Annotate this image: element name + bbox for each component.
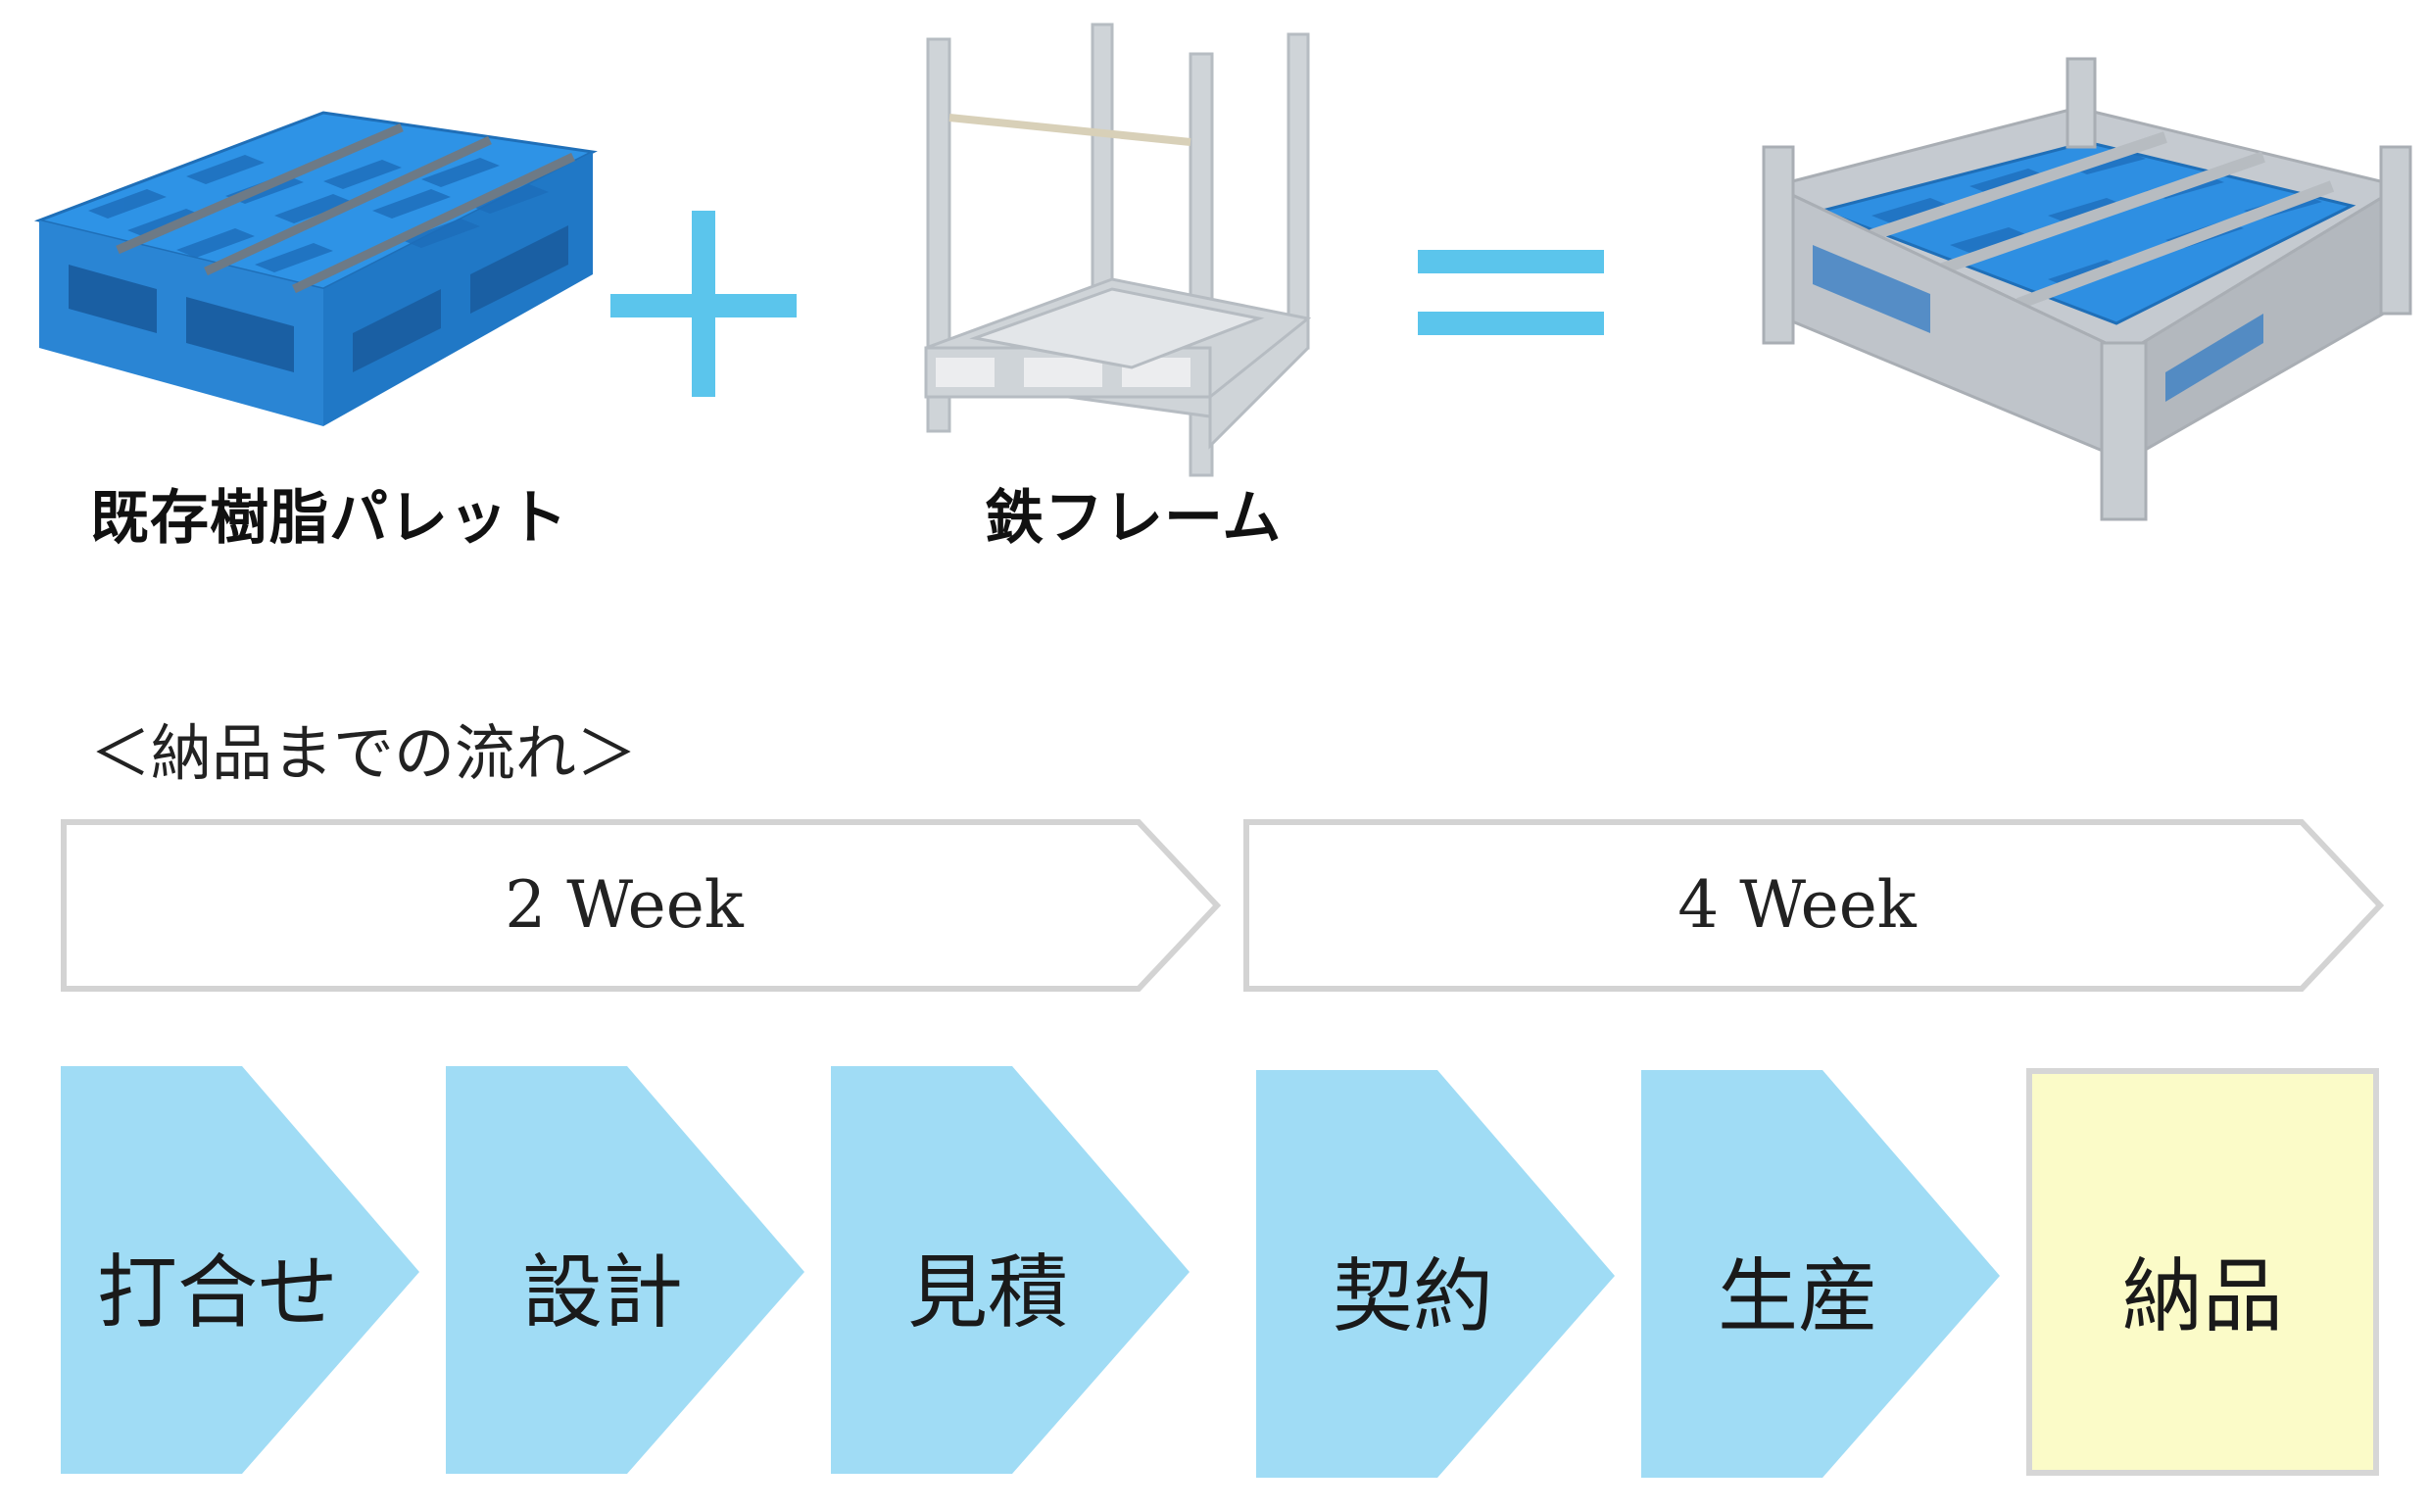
step-label: 設計: [521, 1246, 683, 1340]
step-shape: [61, 1066, 419, 1474]
phase-label: 4 Week: [1677, 867, 1917, 943]
step-label: 納品: [2121, 1250, 2283, 1343]
step-shape: [446, 1066, 804, 1474]
phase-arrow-2week: [61, 819, 1222, 992]
flow-title: ＜納品までの流れ＞: [90, 717, 638, 789]
step-label: 見積: [906, 1246, 1068, 1340]
step-label: 生産: [1717, 1250, 1878, 1343]
step-shape: [831, 1066, 1190, 1474]
pallet-caption: 既存樹脂パレット: [90, 484, 568, 553]
phase-arrow-4week: [1243, 819, 2385, 992]
phase-label: 2 Week: [505, 867, 744, 943]
final-step-box: [2026, 1068, 2379, 1476]
plastic-pallet-image: [33, 111, 598, 426]
steel-frame-image: [924, 23, 1312, 477]
step-label: 契約: [1332, 1250, 1493, 1343]
frame-caption: 鉄フレーム: [985, 484, 1283, 553]
step-label: 打合せ: [96, 1246, 338, 1340]
step-shape: [1256, 1070, 1615, 1478]
assembled-pallet-image: [1762, 57, 2412, 521]
step-shape: [1641, 1070, 2000, 1478]
